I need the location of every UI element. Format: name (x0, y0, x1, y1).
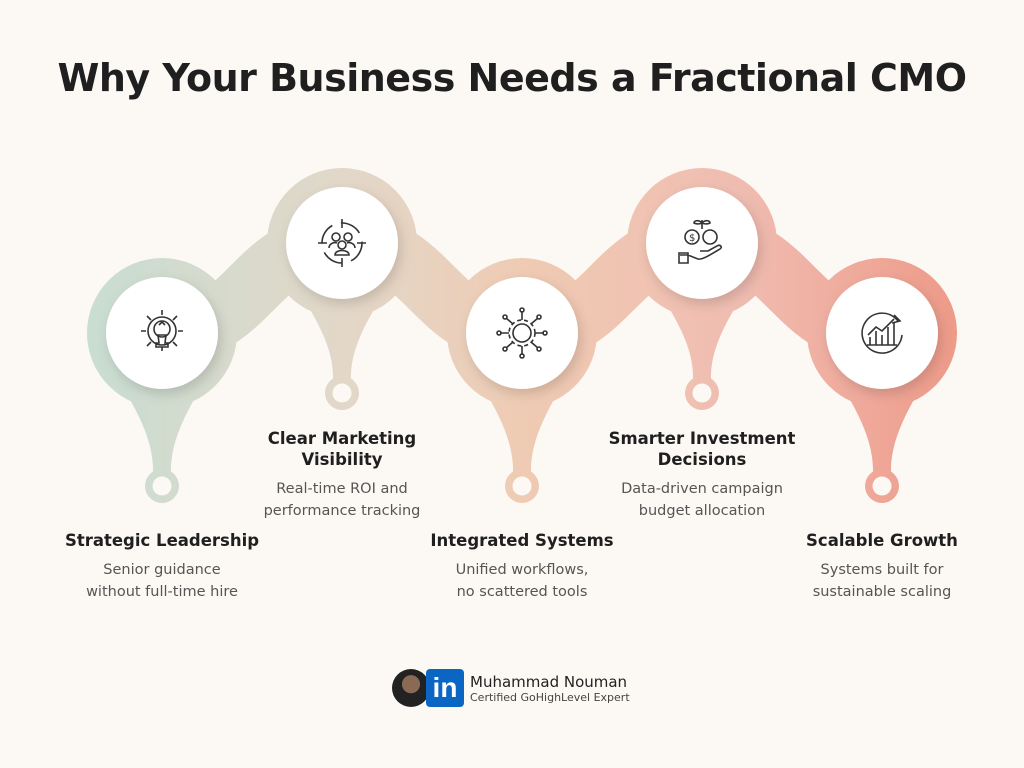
pin-hole (152, 476, 172, 496)
step-desc: performance tracking (263, 503, 421, 519)
growth-chart-arrow-icon (854, 305, 910, 361)
author-name: Muhammad Nouman (470, 672, 628, 691)
pin-stem (480, 383, 564, 474)
step-clear-marketing-visibility: Clear Marketing Visibility Real-time ROI… (232, 428, 452, 522)
node-circle (826, 277, 938, 389)
pin-stem (120, 383, 204, 474)
author-badge: in Muhammad Nouman Certified GoHighLevel… (392, 669, 630, 707)
page-title: Why Your Business Needs a Fractional CMO (57, 56, 967, 100)
step-integrated-systems: Integrated Systems Unified workflows, no… (412, 530, 632, 603)
step-desc: without full-time hire (86, 584, 238, 600)
pin-hole (512, 476, 532, 496)
target-audience-icon (314, 215, 370, 271)
step-desc: Real-time ROI and (276, 481, 408, 497)
node-circle (106, 277, 218, 389)
step-title: Strategic Leadership (64, 531, 260, 550)
step-desc: no scattered tools (456, 584, 588, 600)
network-hub-icon (494, 305, 550, 361)
svg-text:$: $ (689, 233, 695, 244)
step-desc: sustainable scaling (812, 584, 952, 600)
step-desc: Unified workflows, (455, 562, 589, 578)
step-title: Smarter Investment Decisions (608, 429, 796, 469)
step-desc: Systems built for (820, 562, 944, 578)
linkedin-icon: in (426, 669, 464, 707)
node-circle (286, 187, 398, 299)
pin-stem (840, 383, 924, 474)
step-desc: Data-driven campaign (621, 481, 783, 497)
step-strategic-leadership: Strategic Leadership Senior guidance wit… (52, 530, 272, 603)
hand-money-growth-icon: $ (674, 215, 730, 271)
node-circle (646, 187, 758, 299)
node-circle (466, 277, 578, 389)
step-title: Scalable Growth (806, 531, 958, 550)
pin-hole (692, 383, 712, 403)
step-smarter-investment-decisions: Smarter Investment Decisions Data-driven… (592, 428, 812, 522)
pin-hole (872, 476, 892, 496)
author-role: Certified GoHighLevel Expert (470, 690, 630, 704)
pin-stem (300, 293, 384, 381)
avatar (392, 669, 430, 707)
pin-hole (332, 383, 352, 403)
step-title: Integrated Systems (430, 531, 614, 550)
pin-stem (660, 293, 744, 381)
gear-lightbulb-chess-icon (134, 305, 190, 361)
step-title: Clear Marketing Visibility (267, 429, 417, 469)
step-scalable-growth: Scalable Growth Systems built for sustai… (772, 530, 992, 603)
step-desc: Senior guidance (103, 562, 221, 578)
step-desc: budget allocation (638, 503, 766, 519)
